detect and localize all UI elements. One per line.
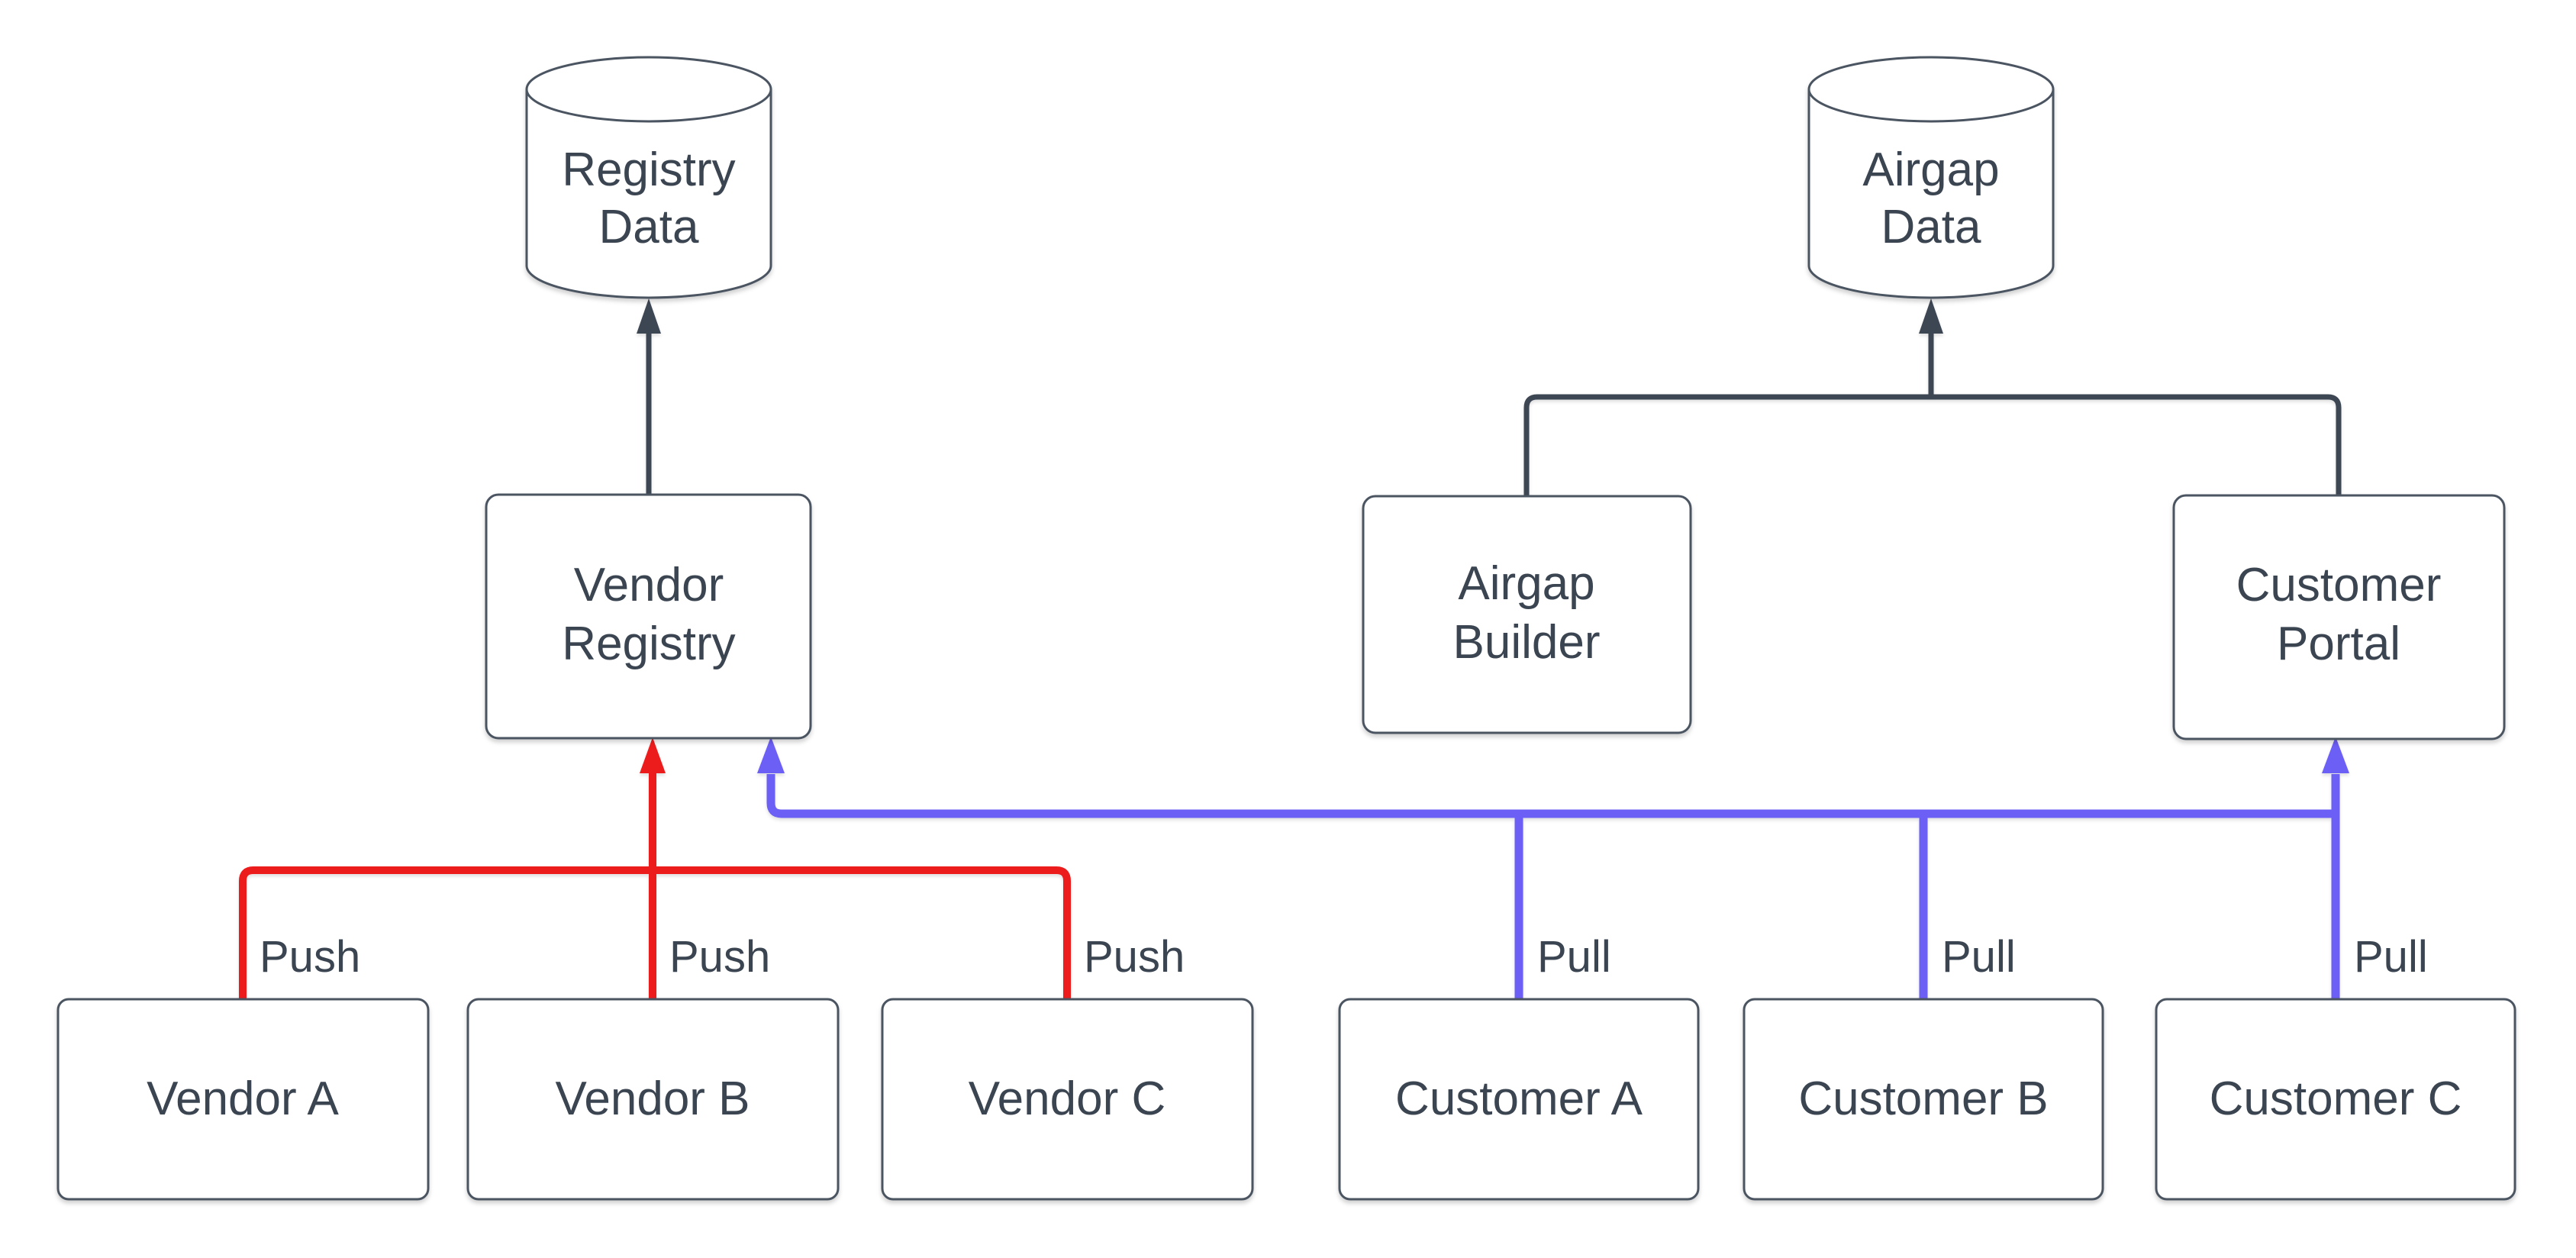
vendor-registry-node bbox=[485, 493, 812, 740]
customer-a-node bbox=[1338, 998, 1700, 1201]
edge-pull-bus bbox=[766, 774, 2336, 818]
registry-data-cylinder-body bbox=[525, 89, 772, 299]
airgap-data-cylinder bbox=[1807, 56, 2055, 299]
vendor-c-label: Vendor C bbox=[969, 1073, 1166, 1125]
registry-data-label-line1: Registry bbox=[562, 144, 735, 196]
vendor-c-node bbox=[881, 998, 1254, 1201]
vendor-b-label: Vendor B bbox=[555, 1073, 750, 1125]
airgap-data-label-line2: Data bbox=[1881, 201, 1981, 253]
vendor-registry-label-line2: Registry bbox=[562, 618, 735, 670]
airgap-builder-label-line2: Builder bbox=[1453, 616, 1601, 669]
pull-label-customer-b: Pull bbox=[1942, 932, 2016, 982]
vendor-b-node bbox=[466, 998, 840, 1201]
airgap-data-label-line1: Airgap bbox=[1862, 144, 1999, 196]
push-label-vendor-c: Push bbox=[1084, 932, 1185, 982]
airgap-builder-label-line1: Airgap bbox=[1458, 557, 1594, 610]
customer-a-label: Customer A bbox=[1395, 1073, 1643, 1125]
customer-b-node bbox=[1743, 998, 2104, 1201]
customer-portal-label-line2: Portal bbox=[2277, 618, 2400, 670]
customer-portal-node bbox=[2172, 494, 2506, 740]
pull-label-customer-c: Pull bbox=[2354, 932, 2428, 982]
edge-builder-portal-trunk bbox=[1523, 394, 2342, 496]
customer-c-node bbox=[2155, 998, 2516, 1201]
registry-data-cylinder bbox=[525, 56, 772, 299]
customer-portal-label-line1: Customer bbox=[2236, 559, 2442, 611]
vendor-a-node bbox=[56, 998, 430, 1201]
arrowhead-airgap-data-icon bbox=[1919, 298, 1943, 334]
arrowhead-pull-registry-icon bbox=[757, 737, 785, 773]
push-label-vendor-a: Push bbox=[260, 932, 360, 982]
airgap-builder-node bbox=[1362, 495, 1692, 734]
pull-label-customer-a: Pull bbox=[1537, 932, 1611, 982]
vendor-a-label: Vendor A bbox=[147, 1073, 339, 1125]
arrowhead-push-registry-icon bbox=[640, 737, 666, 773]
registry-data-cylinder-top bbox=[525, 56, 772, 123]
airgap-data-cylinder-body bbox=[1807, 89, 2055, 299]
airgap-data-cylinder-top bbox=[1807, 56, 2055, 123]
push-label-vendor-b: Push bbox=[669, 932, 770, 982]
arrowhead-registry-data-icon bbox=[637, 298, 661, 334]
vendor-registry-label-line1: Vendor bbox=[574, 559, 724, 611]
customer-b-label: Customer B bbox=[1798, 1073, 2048, 1125]
customer-c-label: Customer C bbox=[2210, 1073, 2462, 1125]
arrowhead-pull-portal-icon bbox=[2322, 737, 2349, 773]
registry-data-label-line2: Data bbox=[599, 201, 699, 253]
